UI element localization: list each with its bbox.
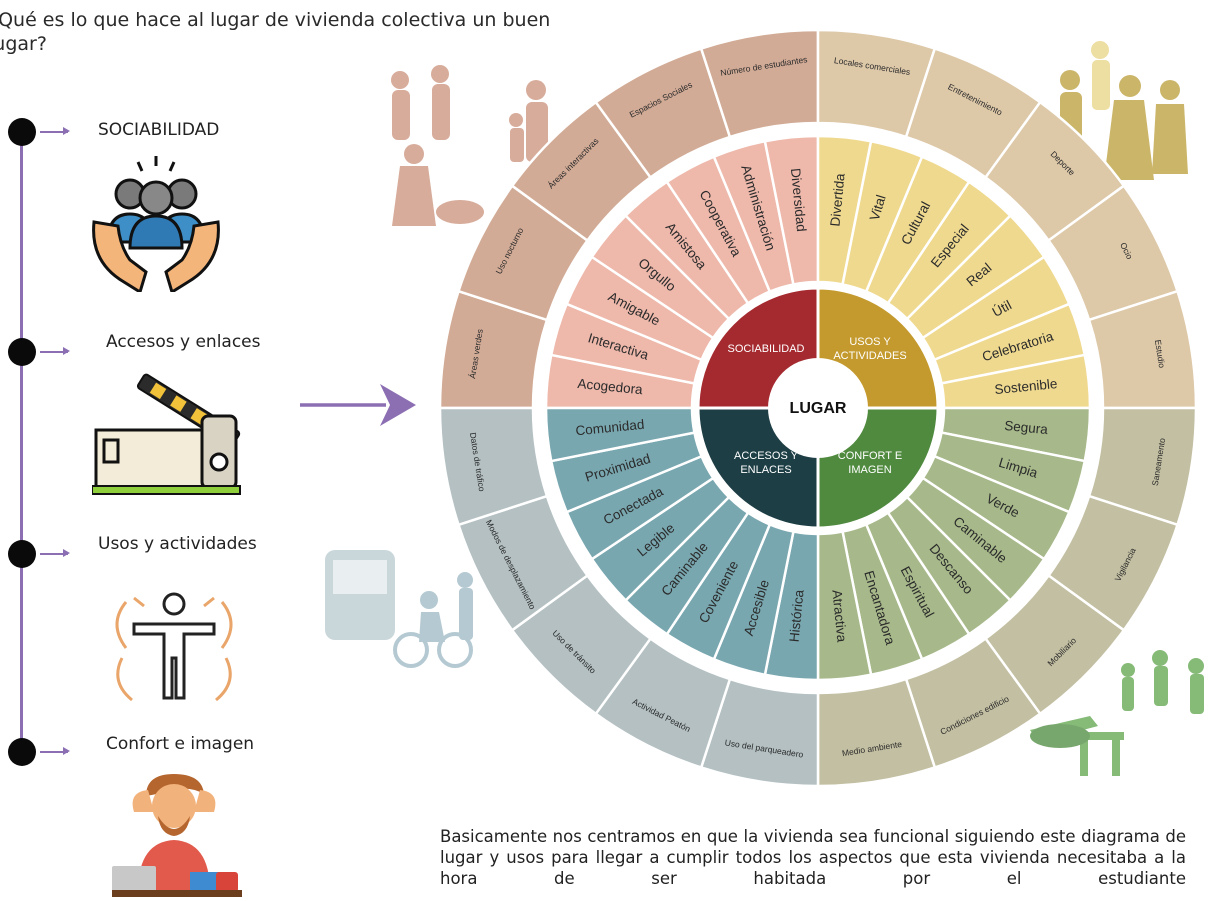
middle-label: Acogedora (577, 376, 644, 397)
relaxed-man-laptop-icon (112, 772, 242, 901)
middle-label: Diversidad (788, 167, 809, 232)
middle-segment (544, 406, 696, 463)
timeline-dot (8, 540, 36, 568)
timeline-line (20, 128, 23, 748)
middle-label: Sostenible (994, 376, 1058, 397)
middle-label: Atractiva (829, 589, 849, 643)
timeline-label: Usos y actividades (98, 534, 257, 554)
timeline-label: Accesos y enlaces (106, 332, 261, 352)
outer-label: Estudio (1153, 339, 1167, 369)
timeline-label: Confort e imagen (106, 734, 255, 754)
arrow-right-icon (40, 128, 70, 134)
timeline-dot (8, 738, 36, 766)
person-stretch-icon (104, 588, 244, 712)
arrow-right-icon (40, 550, 70, 556)
arrow-right-icon (40, 348, 70, 354)
community-hands-icon (86, 152, 226, 296)
middle-label: Histórica (787, 589, 807, 643)
pointer-arrow-icon (300, 380, 418, 434)
park-people-photo-image (1010, 640, 1217, 784)
description-text: Basicamente nos centramos en que la vivi… (440, 827, 1186, 888)
middle-label: Vital (867, 193, 889, 222)
middle-label: Segura (1004, 418, 1049, 437)
timeline-dot (8, 338, 36, 366)
timeline-dot (8, 118, 36, 146)
transit-photo-image (325, 540, 485, 674)
outer-segment (438, 406, 549, 527)
arrow-right-icon (40, 748, 70, 754)
center-circle (768, 358, 868, 458)
quadrant-name: SOCIABILIDAD (727, 343, 804, 355)
timeline-label: SOCIABILIDAD (98, 120, 220, 140)
page-title: ¿Qué es lo que hace al lugar de vivienda… (0, 9, 551, 55)
people-photo-image (370, 50, 570, 244)
barrier-gate-icon (91, 370, 242, 502)
middle-label: Divertida (827, 172, 847, 227)
center-label: LUGAR (790, 400, 847, 417)
middle-label: Comunidad (575, 417, 645, 439)
